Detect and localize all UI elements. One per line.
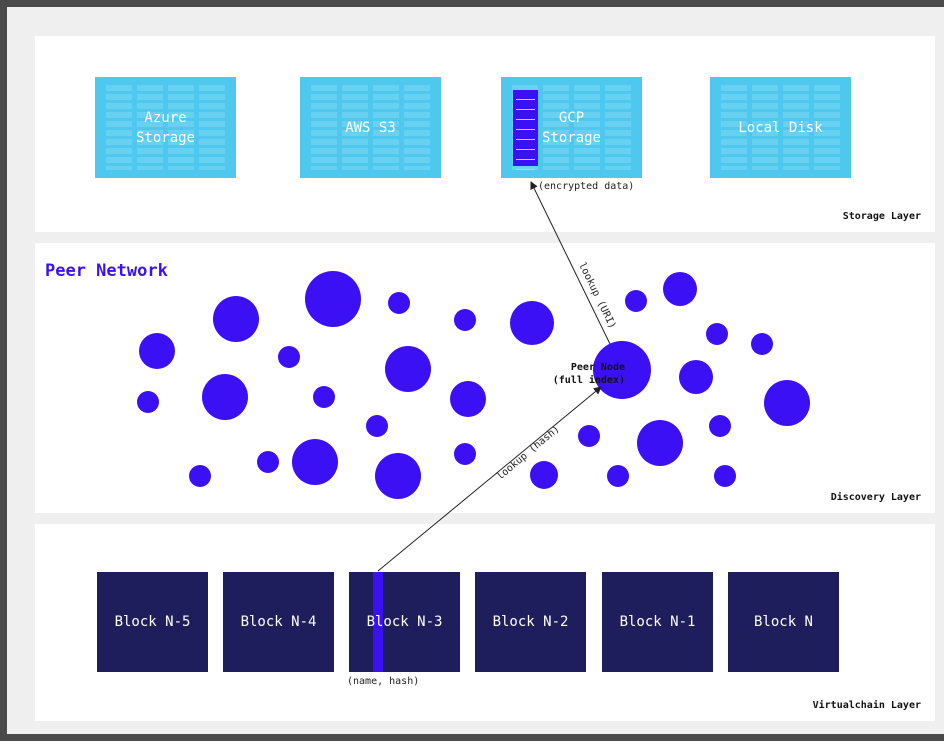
block-label: Block N-3 (366, 614, 443, 630)
gcp-storage-box: GCP Storage (501, 77, 642, 178)
peer-node (709, 415, 731, 437)
peer-node (454, 309, 476, 331)
peer-node (751, 333, 773, 355)
discovery-layer-label: Discovery Layer (830, 492, 921, 503)
block-label: Block N-1 (619, 614, 696, 630)
gcp-storage-label: GCP Storage (541, 109, 601, 146)
aws-s3-label: AWS S3 (345, 119, 396, 136)
peer-node (663, 272, 697, 306)
peer-network-title: Peer Network (45, 261, 168, 281)
block-item-highlighted: Block N-3 (349, 572, 460, 672)
peer-node (625, 290, 647, 312)
storage-layer-label: Storage Layer (842, 211, 921, 222)
block-label: Block N-4 (240, 614, 317, 630)
peer-node (510, 301, 554, 345)
peer-node (213, 296, 259, 342)
peer-node (450, 381, 486, 417)
peer-node (189, 465, 211, 487)
peer-node (530, 461, 558, 489)
peer-node-full-index (593, 341, 651, 399)
local-disk-box: Local Disk (710, 77, 851, 178)
peer-node (313, 386, 335, 408)
block-item: Block N-5 (97, 572, 208, 672)
peer-node (278, 346, 300, 368)
peer-node (764, 380, 810, 426)
block-label: Block N-5 (114, 614, 191, 630)
peer-node (578, 425, 600, 447)
name-hash-record-marker (373, 572, 383, 672)
peer-node (139, 333, 175, 369)
peer-node (388, 292, 410, 314)
encrypted-data-annotation: (encrypted data) (538, 181, 635, 192)
block-item: Block N-2 (475, 572, 586, 672)
peer-node (137, 391, 159, 413)
block-label: Block N-2 (492, 614, 569, 630)
azure-storage-label: Azure Storage (135, 109, 195, 146)
aws-s3-box: AWS S3 (300, 77, 441, 178)
peer-node (202, 374, 248, 420)
peer-node (679, 360, 713, 394)
peer-node (257, 451, 279, 473)
name-hash-annotation: (name, hash) (347, 676, 420, 687)
storage-layer-panel: Azure Storage AWS S3 GCP Storage Local D… (35, 36, 935, 232)
block-item: Block N-1 (602, 572, 713, 672)
peer-node-label: Peer Node (full index) (552, 362, 625, 386)
block-item: Block N (728, 572, 839, 672)
peer-node (714, 465, 736, 487)
azure-storage-box: Azure Storage (95, 77, 236, 178)
peer-node (607, 465, 629, 487)
virtualchain-layer-label: Virtualchain Layer (812, 700, 921, 711)
peer-node (454, 443, 476, 465)
block-label: Block N (753, 614, 813, 630)
virtualchain-layer-panel: Block N-5 Block N-4 Block N-3 Block N-2 … (35, 524, 935, 721)
local-disk-label: Local Disk (738, 119, 823, 136)
server-rack-icon (513, 90, 538, 170)
peer-node (366, 415, 388, 437)
block-item: Block N-4 (223, 572, 334, 672)
peer-node (706, 323, 728, 345)
peer-node (385, 346, 431, 392)
discovery-layer-panel: Peer Network Peer Node (full index) Disc… (35, 243, 935, 513)
peer-node (637, 420, 683, 466)
peer-node (305, 271, 361, 327)
peer-node (375, 453, 421, 499)
peer-node (292, 439, 338, 485)
